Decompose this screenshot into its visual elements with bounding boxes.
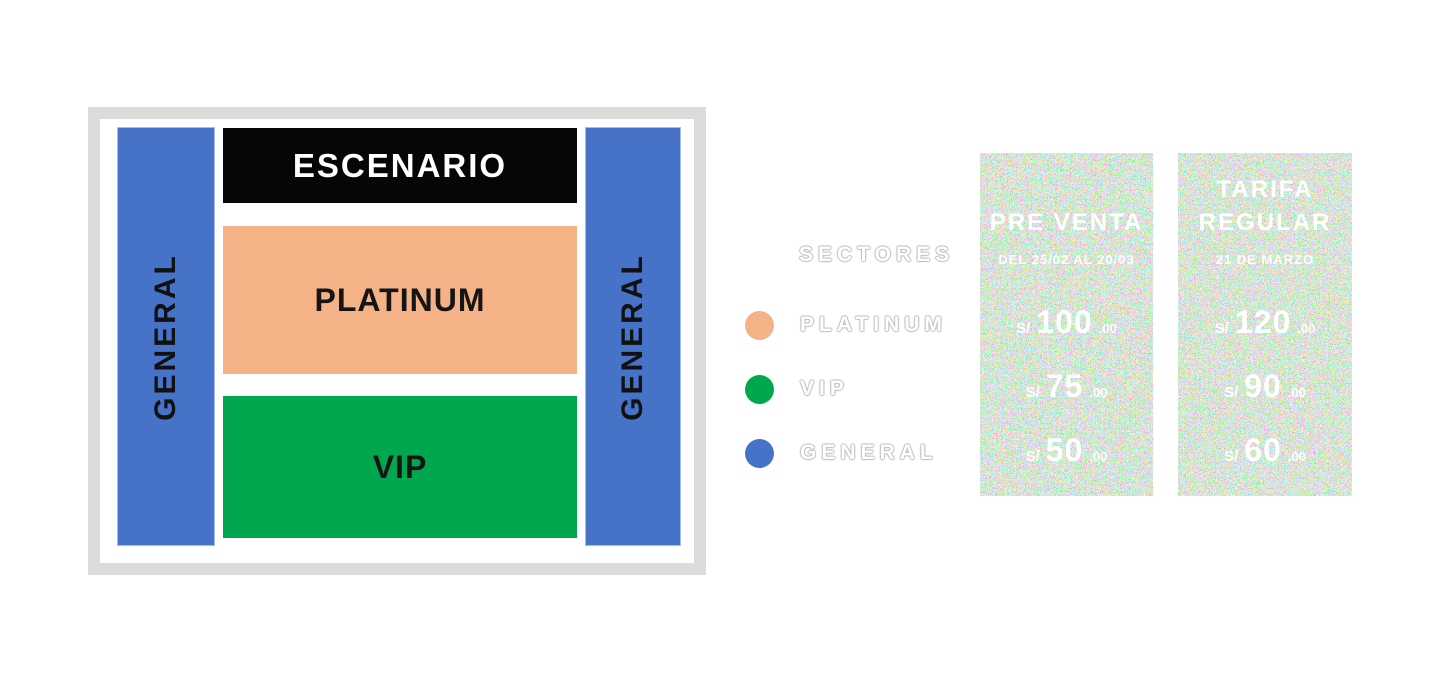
stage-label: ESCENARIO — [292, 146, 508, 184]
preventa-price-card: PRE VENTA DEL 25/02 AL 20/03 S/ 100 .00 … — [980, 153, 1153, 496]
price-cents: .00 — [1089, 385, 1108, 400]
price-amount: 75 — [1045, 368, 1084, 404]
price-amount: 120 — [1234, 304, 1292, 340]
currency-symbol: S/ — [1224, 384, 1239, 401]
currency-symbol: S/ — [1025, 448, 1040, 465]
price-cents: .00 — [1098, 321, 1117, 336]
price-amount: 100 — [1036, 304, 1093, 340]
tarifa-regular-card-content: TARIFA REGULAR 21 DE MARZO S/ 120 .00 S/… — [1178, 153, 1352, 496]
general-left-section: GENERAL — [117, 127, 215, 546]
legend-item-label: PLATINUM — [800, 313, 947, 336]
price-amount: 50 — [1045, 432, 1084, 468]
preventa-card-content: PRE VENTA DEL 25/02 AL 20/03 S/ 100 .00 … — [980, 153, 1153, 496]
legend-title: SECTORES — [799, 243, 955, 266]
noise-texture — [980, 153, 1153, 496]
platinum-section: PLATINUM — [223, 226, 577, 374]
currency-symbol: S/ — [1016, 320, 1031, 337]
currency-symbol: S/ — [1214, 320, 1229, 337]
platinum-swatch-icon — [745, 310, 774, 340]
general-right-section: GENERAL — [585, 127, 681, 546]
vip-swatch-icon — [745, 374, 774, 404]
tarifa-regular-subtitle: 21 DE MARZO — [1215, 252, 1315, 267]
legend-item-label: GENERAL — [800, 441, 938, 464]
price-row-general: S/ 60 .00 — [1178, 432, 1352, 469]
seating-map: GENERAL ESCENARIO PLATINUM VIP GENERAL — [88, 107, 706, 575]
price-cents: .00 — [1287, 449, 1306, 464]
price-row-vip: S/ 75 .00 — [980, 368, 1153, 405]
price-row-general: S/ 50 .00 — [980, 432, 1153, 469]
legend-item-label: VIP — [800, 377, 849, 400]
legend-item-platinum: PLATINUM — [745, 310, 947, 340]
tarifa-regular-title-text: TARIFA REGULAR — [1198, 176, 1332, 236]
stage-block: ESCENARIO — [223, 128, 577, 203]
price-amount: 90 — [1244, 368, 1282, 404]
preventa-title: PRE VENTA — [980, 171, 1153, 239]
price-amount: 60 — [1244, 432, 1282, 468]
legend-item-vip: VIP — [745, 374, 849, 404]
general-right-label: GENERAL — [616, 252, 649, 421]
noise-texture — [1178, 153, 1352, 496]
platinum-label: PLATINUM — [314, 281, 486, 318]
price-row-vip: S/ 90 .00 — [1178, 368, 1352, 405]
currency-symbol: S/ — [1224, 448, 1239, 465]
price-row-platinum: S/ 120 .00 — [1178, 304, 1352, 341]
price-cents: .00 — [1287, 385, 1306, 400]
general-swatch-icon — [745, 438, 774, 468]
price-cents: .00 — [1089, 449, 1108, 464]
legend-item-general: GENERAL — [745, 438, 938, 468]
price-cents: .00 — [1297, 321, 1316, 336]
currency-symbol: S/ — [1025, 384, 1040, 401]
price-row-platinum: S/ 100 .00 — [980, 304, 1153, 341]
preventa-title-text: PRE VENTA — [989, 209, 1144, 236]
vip-section: VIP — [223, 396, 577, 538]
tarifa-regular-title: TARIFA REGULAR — [1178, 171, 1352, 239]
tarifa-regular-price-card: TARIFA REGULAR 21 DE MARZO S/ 120 .00 S/… — [1178, 153, 1352, 496]
vip-label: VIP — [372, 448, 428, 485]
preventa-subtitle: DEL 25/02 AL 20/03 — [998, 252, 1135, 267]
general-left-label: GENERAL — [149, 252, 182, 421]
